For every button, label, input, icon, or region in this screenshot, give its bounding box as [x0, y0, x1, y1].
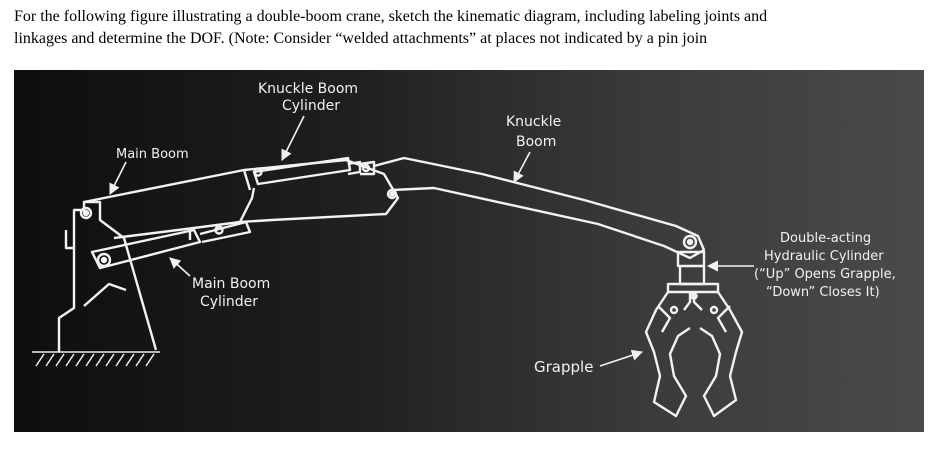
- label-hydraulic-cylinder-4: “Down” Closes It): [766, 285, 880, 300]
- leader-knuckle-boom-cylinder: [281, 115, 305, 162]
- crane-figure: Main Boom Knuckle Boom Cylinder Knuckle …: [14, 70, 924, 432]
- grapple: [644, 250, 744, 418]
- label-main-boom-cylinder-2: Cylinder: [200, 294, 258, 310]
- label-hydraulic-cylinder-2: Hydraulic Cylinder: [764, 249, 884, 264]
- question-line-1: For the following figure illustrating a …: [14, 8, 768, 25]
- crane-base: [57, 200, 158, 352]
- label-main-boom: Main Boom: [116, 147, 189, 162]
- label-main-boom-cylinder-1: Main Boom: [192, 276, 270, 292]
- label-hydraulic-cylinder-3: (“Up” Opens Grapple,: [754, 267, 896, 282]
- main-boom-cylinder: [90, 220, 252, 270]
- leader-main-boom: [109, 161, 127, 196]
- leader-knuckle-boom: [513, 151, 531, 183]
- label-grapple: Grapple: [534, 358, 593, 376]
- knuckle-boom: [373, 156, 706, 260]
- label-knuckle-boom-1: Knuckle: [506, 114, 561, 130]
- label-knuckle-boom-cylinder-1: Knuckle Boom: [258, 81, 358, 97]
- leader-main-boom-cylinder: [169, 257, 191, 277]
- question-line-2: linkages and determine the DOF. (Note: C…: [14, 30, 708, 47]
- knuckle-boom-cylinder: [252, 156, 376, 186]
- crane-drawing: Main Boom Knuckle Boom Cylinder Knuckle …: [14, 70, 924, 432]
- ground-hatch: [32, 351, 160, 367]
- label-knuckle-boom-2: Boom: [516, 134, 556, 150]
- question-text: For the following figure illustrating a …: [14, 6, 934, 50]
- label-hydraulic-cylinder-1: Double-acting: [780, 231, 871, 246]
- leader-grapple: [599, 349, 644, 367]
- label-knuckle-boom-cylinder-2: Cylinder: [282, 98, 340, 114]
